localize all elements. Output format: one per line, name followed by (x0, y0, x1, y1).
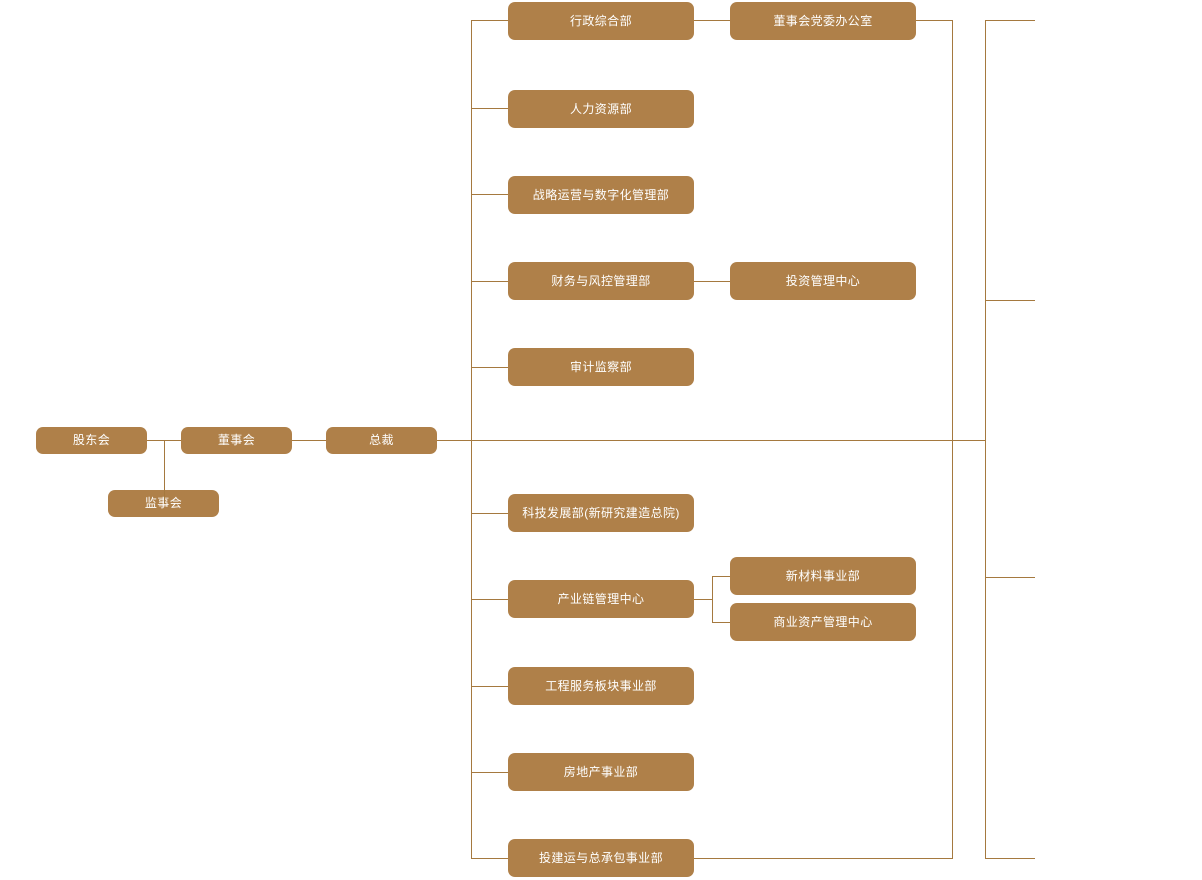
connector-supervisory-vertical (164, 440, 165, 504)
node-real-estate-division[interactable]: 房地产事业部 (508, 753, 694, 791)
node-label: 财务与风控管理部 (551, 273, 651, 288)
node-label: 工程服务板块事业部 (545, 678, 657, 693)
node-label: 房地产事业部 (563, 764, 639, 779)
node-commercial-asset-management-center[interactable]: 商业资产管理中心 (730, 603, 916, 641)
outer-rail-branch-top (985, 20, 1035, 21)
node-label: 董事会 (217, 433, 256, 448)
outer-rail-branch-lower-mid (985, 577, 1035, 578)
outer-rail-branch-upper-mid (985, 300, 1035, 301)
connector-stub-admin (471, 20, 508, 21)
connector-stub-industrial-chain (471, 599, 508, 600)
node-audit-supervision-department[interactable]: 审计监察部 (508, 348, 694, 386)
node-investment-management-center[interactable]: 投资管理中心 (730, 262, 916, 300)
connector-stub-invest-build-operate (471, 858, 508, 859)
node-label: 监事会 (139, 496, 188, 510)
connector-to-new-materials (712, 576, 730, 577)
connector-stub-hr (471, 108, 508, 109)
connector-stub-strategy (471, 194, 508, 195)
outer-rail-branch-bottom (985, 858, 1035, 859)
connector-finance-to-investment-center (694, 281, 730, 282)
node-board-party-committee-office[interactable]: 董事会党委办公室 (730, 2, 916, 40)
node-supervisory-board[interactable]: 监事会 (108, 490, 219, 517)
node-new-materials-division[interactable]: 新材料事业部 (730, 557, 916, 595)
node-label: 行政综合部 (569, 13, 632, 28)
connector-admin-to-party-office (694, 20, 730, 21)
node-invest-build-operate-epc-division[interactable]: 投建运与总承包事业部 (508, 839, 694, 877)
node-label: 商业资产管理中心 (773, 614, 873, 629)
connector-stub-engineering-services (471, 686, 508, 687)
connector-industrial-chain-branch-vertical (712, 576, 713, 623)
node-label: 新材料事业部 (785, 568, 861, 583)
node-label: 战略运营与数字化管理部 (532, 187, 670, 202)
node-label: 股东会 (72, 433, 111, 448)
node-engineering-services-division[interactable]: 工程服务板块事业部 (508, 667, 694, 705)
connector-stub-finance (471, 281, 508, 282)
connector-spine-lower (471, 440, 472, 858)
connector-stub-technology (471, 513, 508, 514)
node-human-resources-department[interactable]: 人力资源部 (508, 90, 694, 128)
connector-inner-rail-to-bottom-division (694, 858, 953, 859)
node-board-of-directors[interactable]: 董事会 (181, 427, 292, 454)
node-strategy-operations-digital-department[interactable]: 战略运营与数字化管理部 (508, 176, 694, 214)
node-shareholders-meeting[interactable]: 股东会 (36, 427, 147, 454)
node-label: 投建运与总承包事业部 (538, 850, 663, 865)
connector-to-commercial-assets (712, 622, 730, 623)
inner-right-rail (952, 20, 953, 859)
connector-stub-real-estate (471, 772, 508, 773)
node-label: 产业链管理中心 (557, 591, 645, 606)
connector-spine-upper (471, 20, 472, 440)
connector-stub-audit (471, 367, 508, 368)
node-label: 科技发展部(新研究建造总院) (522, 505, 680, 520)
node-administration-department[interactable]: 行政综合部 (508, 2, 694, 40)
node-label: 总裁 (369, 433, 394, 448)
node-label: 董事会党委办公室 (773, 13, 873, 28)
node-label: 审计监察部 (569, 359, 632, 374)
node-technology-development-department[interactable]: 科技发展部(新研究建造总院) (508, 494, 694, 532)
connector-industrial-chain-stem (694, 599, 712, 600)
connector-board-to-president (292, 440, 326, 441)
node-label: 人力资源部 (569, 101, 632, 116)
connector-party-office-to-inner-rail (916, 20, 953, 21)
node-finance-risk-department[interactable]: 财务与风控管理部 (508, 262, 694, 300)
node-label: 投资管理中心 (785, 273, 861, 288)
node-industrial-chain-management-center[interactable]: 产业链管理中心 (508, 580, 694, 618)
outer-right-rail (985, 20, 986, 859)
node-president[interactable]: 总裁 (326, 427, 437, 454)
connector-president-trunk (437, 440, 985, 441)
